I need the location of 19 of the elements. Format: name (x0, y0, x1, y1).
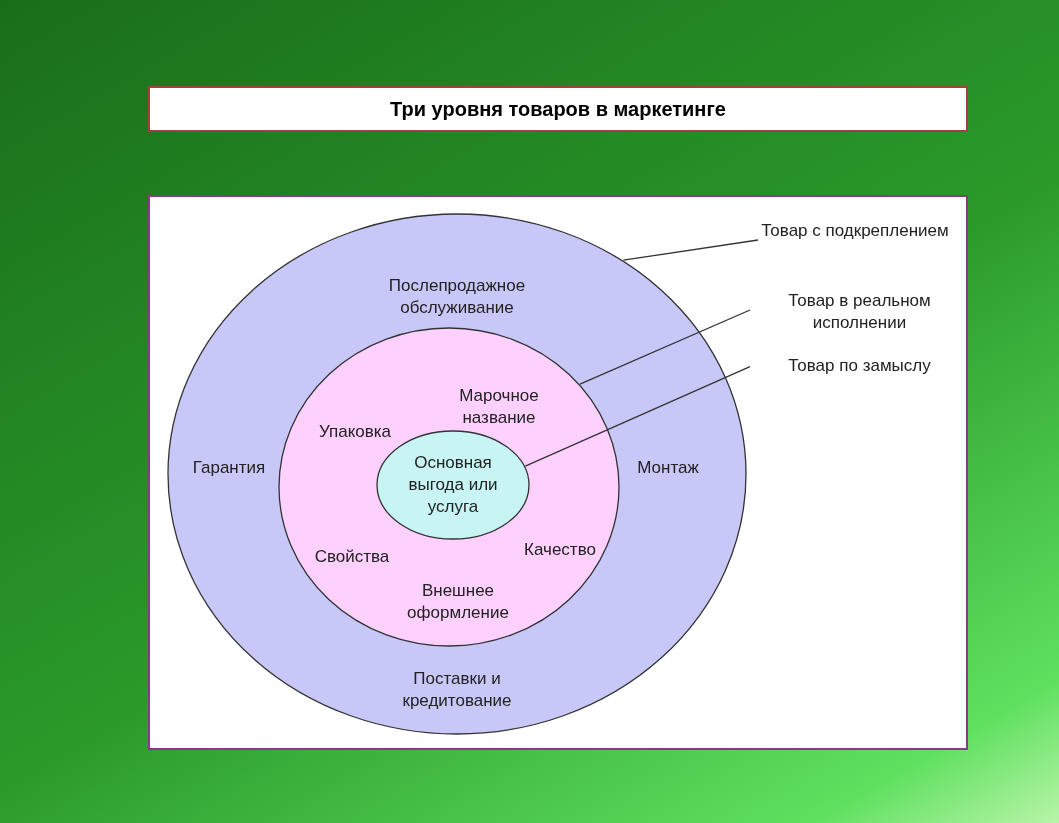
ring-label: Упаковка (317, 420, 393, 443)
ring-label: Послепродажное обслуживание (387, 274, 527, 319)
core-label: Основная выгода или услуга (407, 451, 499, 519)
level-label: Товар в реальном исполнении (752, 290, 967, 342)
ring-label: Свойства (313, 545, 391, 568)
ring-label: Марочное название (458, 384, 540, 429)
leader-line (579, 309, 751, 385)
outer-circle (167, 213, 747, 735)
ring-label: Гарантия (191, 456, 267, 479)
ring-label: Качество (523, 538, 597, 561)
leader-line (524, 366, 751, 467)
ring-label: Поставки и кредитование (401, 667, 513, 712)
level-label: Товар по замыслу (752, 355, 967, 381)
level-label: Товар с подкреплением (760, 220, 950, 272)
ring-label: Внешнее оформление (406, 579, 510, 624)
title: Три уровня товаров в маркетинге (148, 86, 968, 132)
ring-label: Монтаж (636, 456, 700, 479)
leader-line (622, 239, 759, 261)
middle-circle (278, 327, 620, 647)
